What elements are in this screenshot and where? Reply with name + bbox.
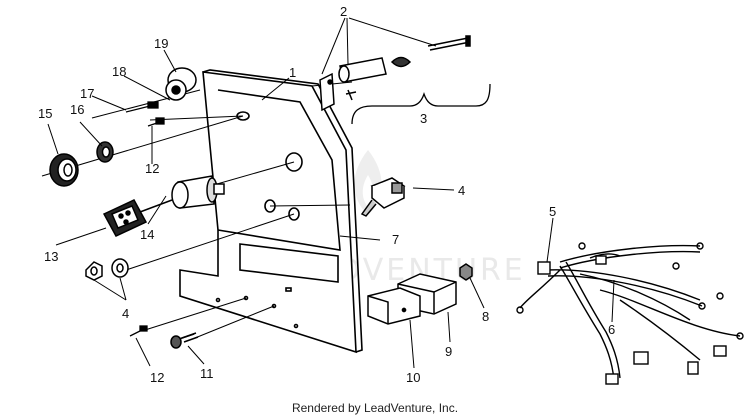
callout-4-washer: 4	[122, 306, 129, 321]
callout-1: 1	[289, 65, 296, 80]
parts-diagram: LEADVENTURE	[38, 4, 744, 385]
star-washer	[96, 141, 114, 163]
small-screw	[129, 325, 148, 337]
lamp-wire	[125, 101, 165, 127]
ignition-switch	[132, 175, 225, 219]
callout-12-upper: 12	[145, 161, 159, 176]
callout-13: 13	[44, 249, 58, 264]
callout-11: 11	[200, 366, 214, 381]
indicator-lamp	[165, 67, 197, 101]
footer-credit: Rendered by LeadVenture, Inc.	[291, 401, 459, 415]
callout-7: 7	[392, 232, 399, 247]
callout-16: 16	[70, 102, 84, 117]
callout-3: 3	[420, 111, 427, 126]
bracket-nut	[459, 263, 473, 281]
callout-10: 10	[406, 370, 420, 385]
latch-assembly	[319, 35, 471, 112]
callout-14: 14	[140, 227, 154, 242]
switch-plate	[102, 199, 148, 237]
lock-nut	[49, 153, 79, 187]
callout-8: 8	[482, 309, 489, 324]
panel-nut-washer	[85, 258, 129, 281]
callout-12-lower: 12	[150, 370, 164, 385]
callout-2: 2	[340, 4, 347, 19]
toggle-switch	[360, 177, 406, 217]
callout-19: 19	[154, 36, 168, 51]
callout-9: 9	[445, 344, 452, 359]
callout-labels: 1 2 3 4 4 5 6 7 8 9 10 11 12 12 13 14 15…	[38, 4, 615, 385]
mounting-screw	[170, 332, 199, 349]
callout-5: 5	[549, 204, 556, 219]
callout-6: 6	[608, 322, 615, 337]
callout-leaders	[47, 17, 615, 369]
mount-brackets	[367, 273, 457, 325]
assembly-brace	[351, 83, 491, 125]
callout-18: 18	[112, 64, 126, 79]
wire-harness	[516, 242, 744, 385]
callout-17: 17	[80, 86, 94, 101]
callout-15: 15	[38, 106, 52, 121]
dash-panel	[179, 69, 363, 354]
callout-4-toggle: 4	[458, 183, 465, 198]
